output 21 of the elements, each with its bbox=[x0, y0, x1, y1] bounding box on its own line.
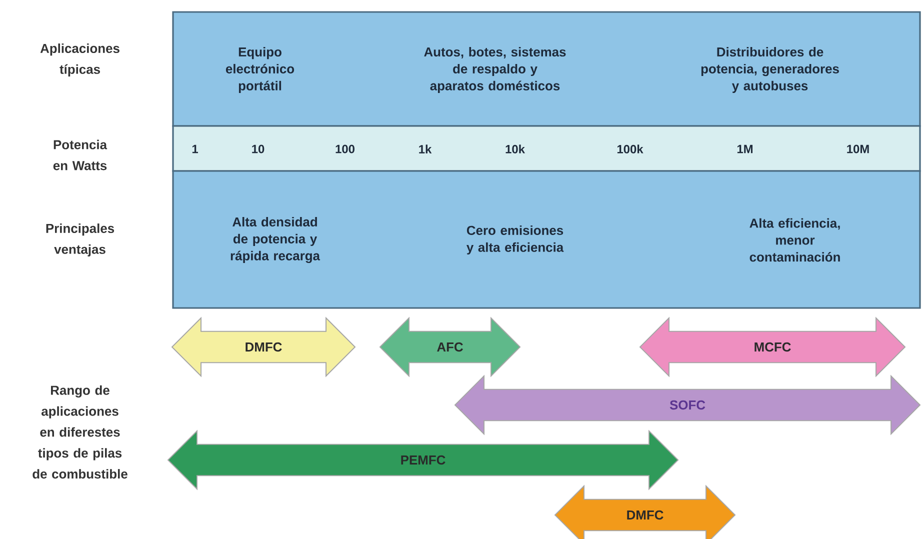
row-heading: Rango de aplicaciones en diferestes tipos de pilas de combustible bbox=[32, 385, 128, 479]
band-text: Alta densidad de potencia y rápida recarga bbox=[230, 216, 320, 263]
scale-value: 10k bbox=[506, 144, 525, 154]
row-heading: Potencia en Watts bbox=[53, 140, 108, 170]
scale-value: 100 bbox=[336, 144, 354, 154]
scale-value: 1 bbox=[192, 144, 198, 154]
table-band bbox=[172, 11, 921, 127]
scale-value: 10 bbox=[252, 144, 264, 154]
band-text: Autos, botes, sistemas de respaldo y aparatos domésticos bbox=[424, 47, 566, 93]
scale-value: 100k bbox=[617, 144, 644, 154]
scale-value: 1M bbox=[737, 144, 752, 154]
band-text: Distribuidores de potencia, generadores y autobuses bbox=[701, 47, 839, 93]
row-heading: Aplicaciones típicas bbox=[40, 44, 120, 76]
band-text: Cero emisiones y alta eficiencia bbox=[466, 225, 564, 254]
band-text: Alta eficiencia, menor contaminación bbox=[750, 218, 840, 262]
band-text: Equipo electrónico portátil bbox=[226, 47, 294, 93]
scale-value: 10M bbox=[847, 144, 869, 154]
row-heading: Principales ventajas bbox=[46, 224, 114, 256]
table-band bbox=[172, 125, 921, 172]
scale-value: 1k bbox=[419, 144, 432, 154]
table-band bbox=[172, 170, 921, 309]
